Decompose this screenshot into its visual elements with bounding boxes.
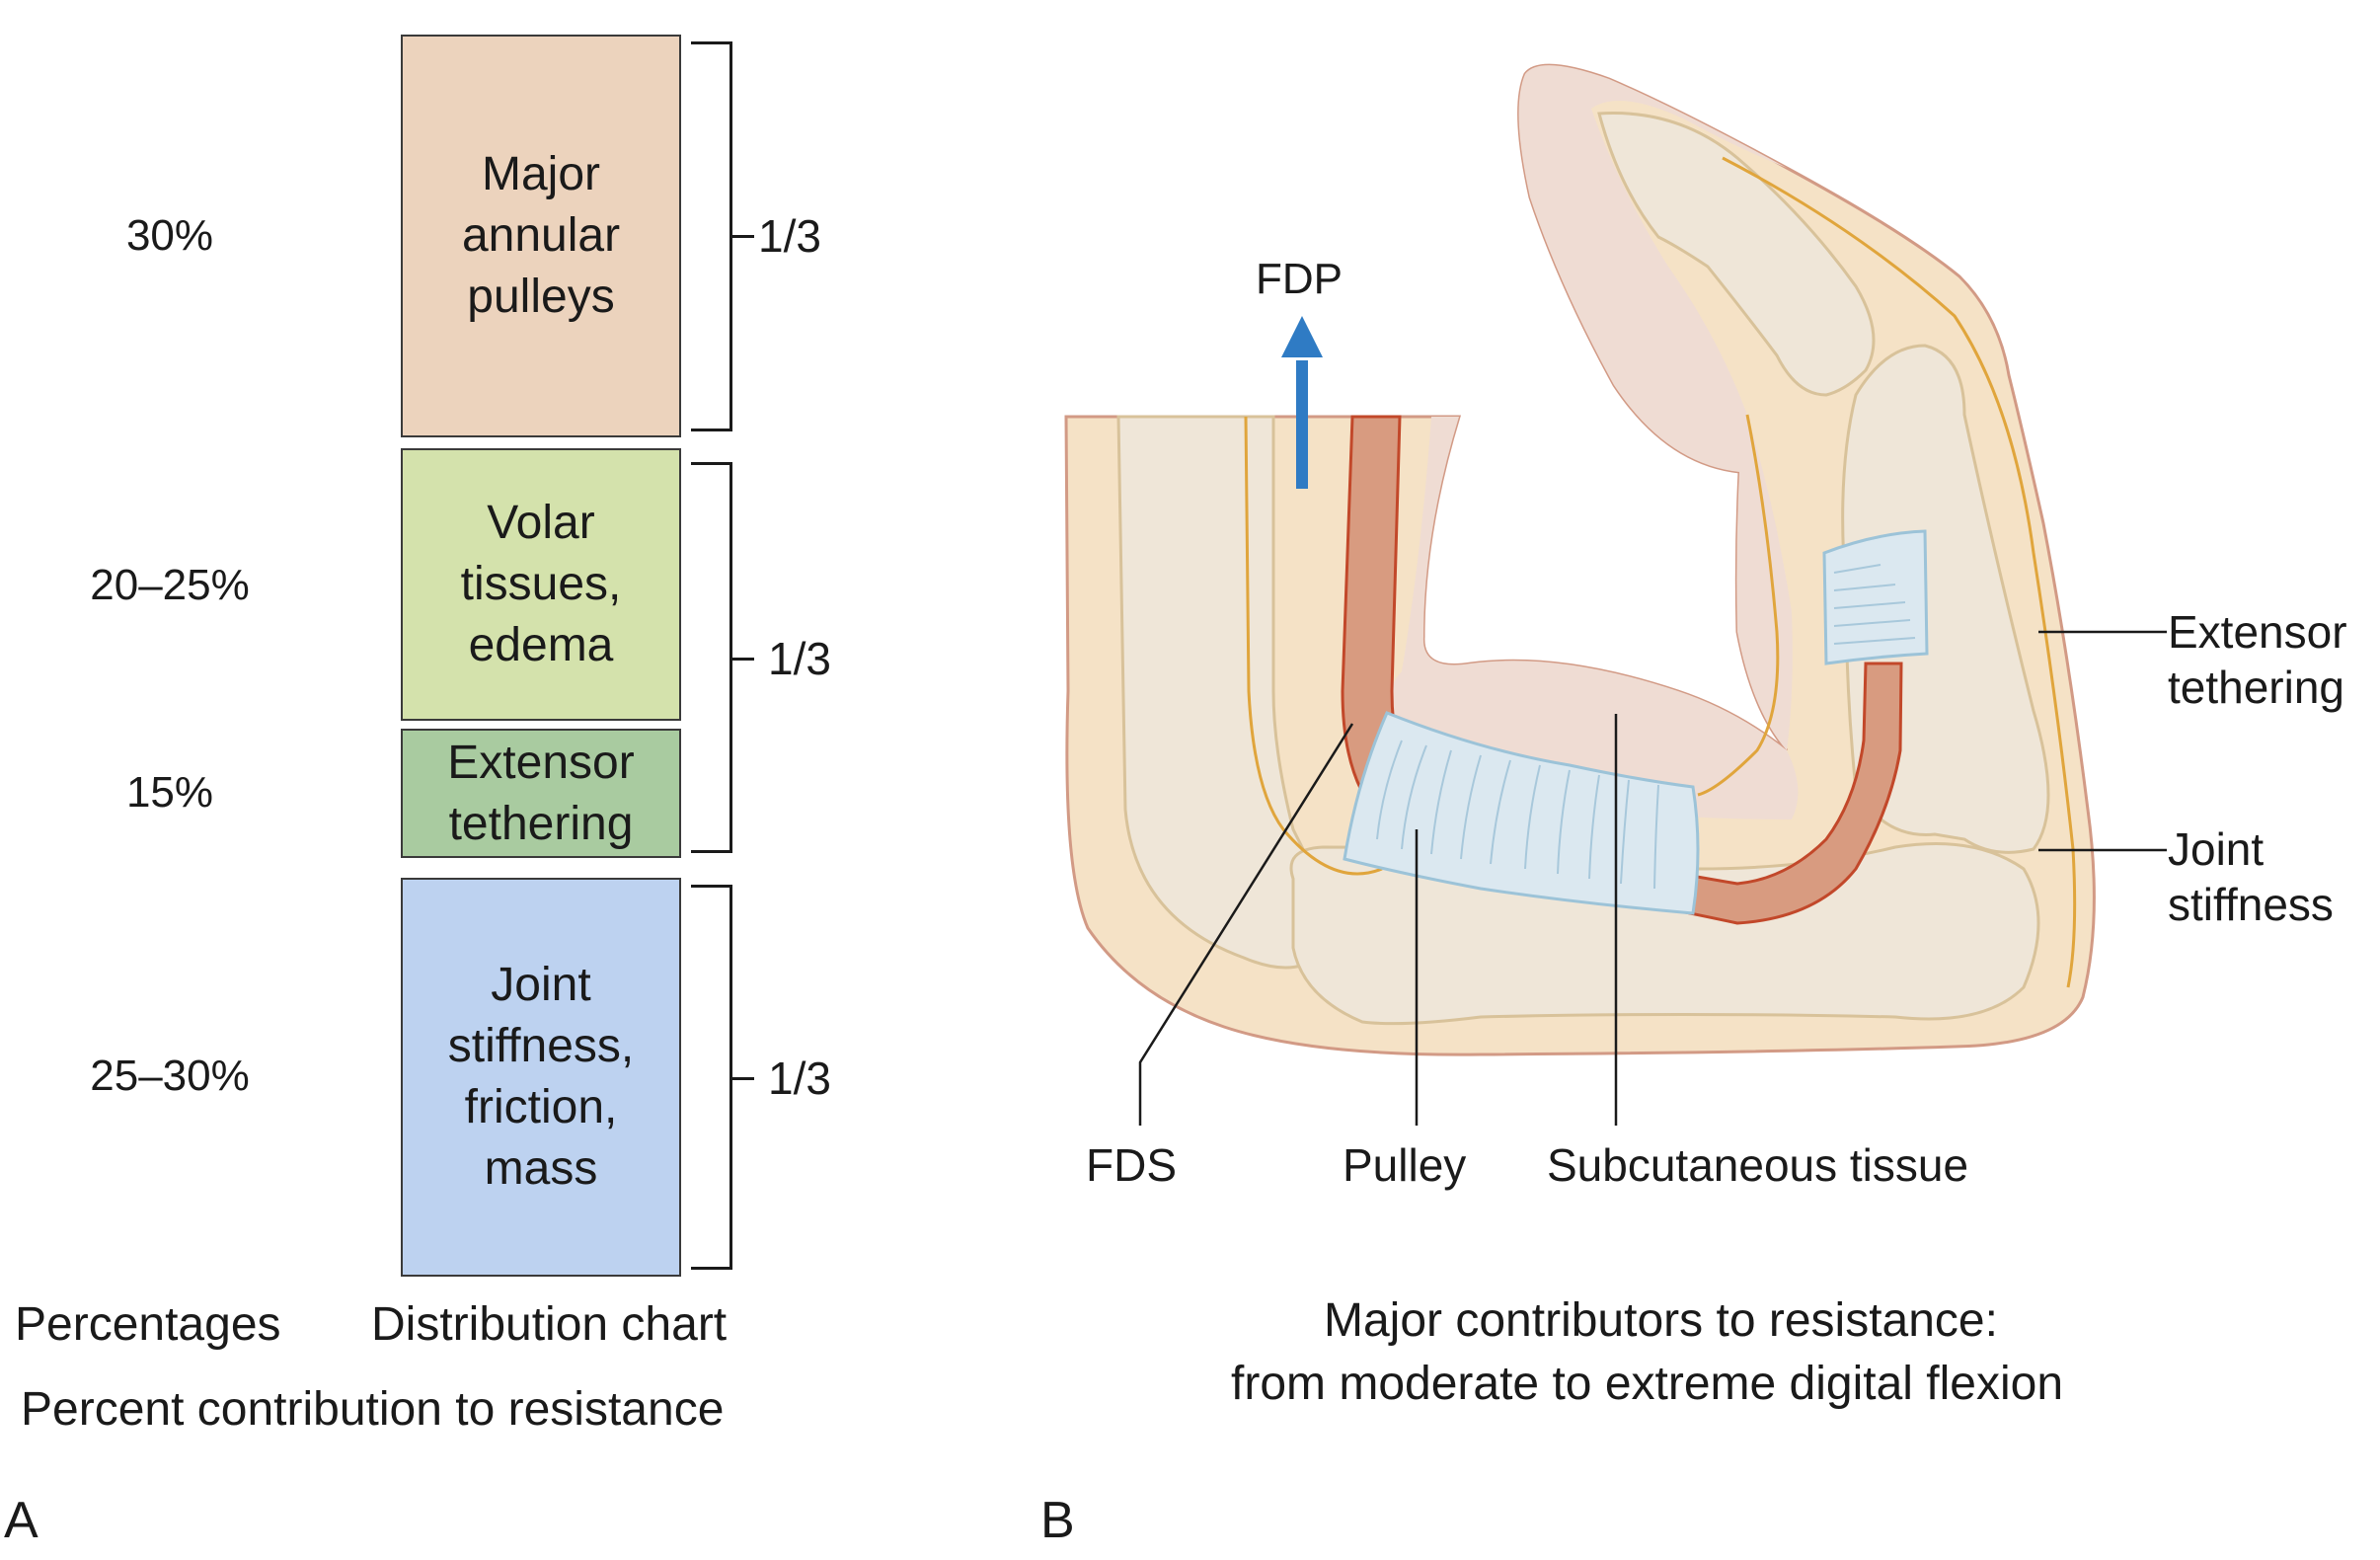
panel-a-caption: Percent contribution to resistance bbox=[21, 1383, 725, 1436]
bracket-2 bbox=[691, 462, 732, 853]
segment-label: Volar tissues, edema bbox=[460, 497, 622, 671]
volar-soft-tissue bbox=[1379, 417, 1799, 819]
segment-label: Major annular pulleys bbox=[461, 148, 621, 323]
extensor-mechanism bbox=[1722, 156, 2077, 988]
segment-major-annular-pulleys: Major annular pulleys bbox=[401, 35, 681, 437]
panel-b-caption-line1: Major contributors to resistance: bbox=[1324, 1294, 1998, 1347]
segment-extensor-tethering: Extensor tethering bbox=[401, 729, 681, 858]
bracket-3 bbox=[691, 885, 732, 1270]
panel-a-letter: A bbox=[4, 1492, 38, 1549]
percent-label-volar: 20–25% bbox=[90, 561, 250, 609]
fdp-arrow-icon bbox=[1281, 316, 1323, 489]
pulley-a4 bbox=[1822, 529, 1929, 665]
flexor-sheath-line-distal bbox=[1697, 414, 1780, 797]
bracket-1-fraction: 1/3 bbox=[758, 210, 821, 262]
percent-label-pulleys: 30% bbox=[125, 211, 214, 260]
segment-label: Joint stiffness, friction, mass bbox=[447, 959, 635, 1195]
column-header-distribution: Distribution chart bbox=[371, 1298, 728, 1351]
segment-joint-stiffness: Joint stiffness, friction, mass bbox=[401, 878, 681, 1277]
label-subcutaneous-tissue: Subcutaneous tissue bbox=[1547, 1139, 1969, 1191]
distal-phalanx-bone bbox=[1597, 112, 1876, 397]
panel-b-caption-line2: from moderate to extreme digital flexion bbox=[1231, 1358, 2064, 1410]
column-header-percentages: Percentages bbox=[15, 1298, 281, 1351]
distal-soft-tissue bbox=[1518, 65, 1793, 751]
segment-label: Extensor tethering bbox=[447, 736, 635, 850]
bracket-3-fraction: 1/3 bbox=[768, 1053, 831, 1104]
percent-label-joint: 25–30% bbox=[90, 1052, 250, 1100]
bracket-1-tick bbox=[732, 235, 754, 238]
bracket-1 bbox=[691, 41, 732, 431]
label-fdp: FDP bbox=[1256, 255, 1343, 303]
label-extensor-tethering: Extensor tethering bbox=[2168, 606, 2347, 713]
leader-line-fds bbox=[1138, 723, 1354, 1126]
flexor-sheath-line bbox=[1244, 416, 1383, 876]
label-joint-stiffness: Joint stiffness bbox=[2168, 823, 2334, 930]
bracket-2-fraction: 1/3 bbox=[768, 633, 831, 684]
panel-b-letter: B bbox=[1040, 1492, 1075, 1549]
label-pulley: Pulley bbox=[1343, 1139, 1467, 1191]
pulley-a2 bbox=[1343, 711, 1700, 915]
bracket-2-tick bbox=[732, 658, 754, 661]
percent-label-extensor: 15% bbox=[125, 768, 214, 817]
bracket-3-tick bbox=[732, 1077, 754, 1080]
label-fds: FDS bbox=[1086, 1139, 1177, 1191]
segment-volar-tissues: Volar tissues, edema bbox=[401, 448, 681, 721]
